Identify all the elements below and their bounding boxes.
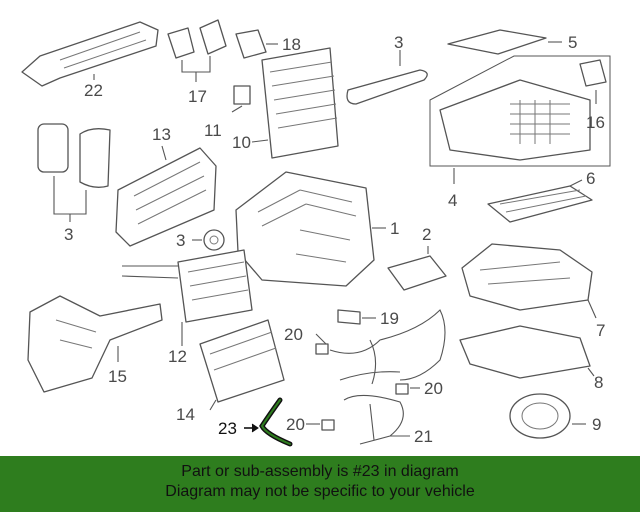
part-3-grommet (192, 229, 225, 251)
part-15-floor-duct (27, 295, 163, 393)
callout-9: 9 (592, 415, 601, 434)
part-23-drain-hose (244, 397, 293, 447)
part-12-heater-core (121, 249, 253, 346)
part-17-actuators (167, 19, 227, 82)
callout-20-b: 20 (424, 379, 443, 398)
callout-10: 10 (232, 133, 251, 152)
part-8-blower-lower (459, 325, 595, 379)
part-20-sensor-a (315, 333, 329, 355)
callout-21: 21 (414, 427, 433, 446)
callout-2: 2 (422, 225, 431, 244)
callout-16: 16 (586, 113, 605, 132)
callout-1: 1 (390, 219, 399, 238)
part-7-blower-housing (461, 243, 597, 319)
part-10-evaporator (251, 47, 339, 159)
callout-20-c: 20 (286, 415, 305, 434)
callout-15: 15 (108, 367, 127, 386)
banner-line-1: Part or sub-assembly is #23 in diagram (181, 463, 459, 480)
part-wiring-harness (329, 309, 446, 385)
part-6-cabin-filter (487, 179, 593, 223)
hvac-exploded-diagram: 22 17 18 11 10 3 5 4 (21, 19, 611, 447)
callout-3-left: 3 (64, 225, 73, 244)
part-11-sensor (231, 85, 251, 113)
part-19-sensor (337, 309, 376, 325)
callout-17: 17 (188, 87, 207, 106)
part-20-sensor-c (306, 419, 335, 431)
banner-line-2: Diagram may not be specific to your vehi… (165, 483, 475, 500)
callout-13: 13 (152, 125, 171, 144)
callout-11: 11 (204, 121, 222, 140)
callout-6: 6 (586, 169, 595, 188)
part-1-hvac-case (235, 171, 386, 287)
part-9-blower-motor (509, 393, 586, 439)
callout-8: 8 (594, 373, 603, 392)
part-20-sensor-b (395, 383, 420, 395)
callout-22: 22 (84, 81, 103, 100)
callout-4: 4 (448, 191, 457, 210)
part-22-duct (21, 21, 159, 87)
part-3-seals-left (37, 123, 111, 222)
part-14-lower-case (199, 319, 285, 411)
callout-12: 12 (168, 347, 187, 366)
callout-14: 14 (176, 405, 195, 424)
callout-19: 19 (380, 309, 399, 328)
callout-3-mid: 3 (176, 231, 185, 250)
callout-18: 18 (282, 35, 301, 54)
part-4-blower-case-box (429, 55, 611, 184)
info-banner: Part or sub-assembly is #23 in diagram D… (0, 456, 640, 512)
part-16-actuator (579, 59, 607, 104)
callout-5: 5 (568, 33, 577, 52)
callout-20-a: 20 (284, 325, 303, 344)
callout-7: 7 (596, 321, 605, 340)
part-13-heater-case (115, 145, 217, 247)
part-5-filter-door (447, 29, 562, 55)
callout-23: 23 (218, 419, 237, 438)
part-2-module (387, 246, 447, 291)
part-18-actuator (235, 29, 278, 59)
part-3-seal-top (346, 50, 428, 105)
callout-3-top: 3 (394, 33, 403, 52)
part-21-harness (343, 394, 410, 445)
